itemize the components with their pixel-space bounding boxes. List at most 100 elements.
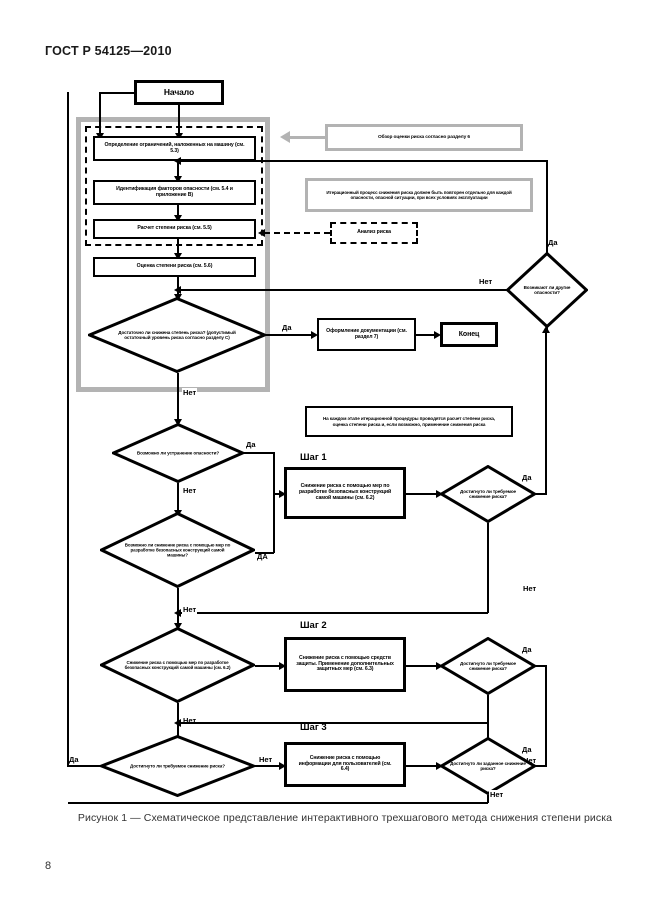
line-doc-to-end [416,334,438,336]
decision-other-hazards: Возникают ли другие опасности? [506,252,588,328]
arrow-other-hazards-yes [174,157,181,165]
decision-step3-achieved-right-label: Достигнуто ли заданное снижение риска? [450,760,526,771]
node-step3-box: Снижение риска с помощью информации для … [284,742,406,787]
label-other-hazards-no: Нет [478,277,494,286]
node-risk-estimation: Расчет степени риска (см. 5.5) [93,219,256,239]
line-step3-yes-left [67,765,102,767]
line-reduced-yes [266,334,316,336]
decision-other-hazards-label: Возникают ли другие опасности? [523,284,571,295]
label-step1-yes: Да [521,473,533,482]
label-step3-right-yes: Да [521,745,533,754]
note-review-label: Обзор оценки риска согласно разделу 6 [378,134,470,140]
diamond-shape [440,465,536,523]
arrow-doc-to-end [434,331,441,339]
start-to-limits-line [178,105,180,135]
arrow-limits-to-hazard [174,176,182,183]
estimation-to-evaluation-line [177,239,179,257]
label-step1-no: Нет [522,584,538,593]
node-limits-label: Определение ограничений, наложенных на м… [104,141,245,154]
node-step1-box-label: Снижение риска с помощью мер по разработ… [298,483,392,501]
node-risk-estimation-label: Расчет степени риска (см. 5.5) [137,225,212,232]
label-step2-left-no: Нет [182,716,198,725]
line-step3-right-no-left [68,802,488,804]
label-step3-left-yes: Да [68,755,80,764]
arrow-review-to-frame [280,131,290,143]
step-1-label: Шаг 1 [300,452,327,463]
decision-step1-achieved-label: Достигнуто ли требуемое снижение риска? [459,488,516,499]
decision-can-eliminate-hazard: Возможно ли устранение опасности? [112,423,244,483]
end-label: Конец [458,330,480,338]
document-header: ГОСТ Р 54125—2010 [45,44,172,58]
decision-step3-achieved-left: Достигнуто ли требуемое снижение риска? [100,735,255,797]
line-step2-to-step3 [177,703,179,742]
line-eliminate-yes-right [244,452,274,454]
step-2-label: Шаг 2 [300,620,327,631]
decision-step2-achieved: Достигнуто ли требуемое снижение риска? [440,637,536,695]
arrow-estimation-to-evaluation [174,253,182,260]
label-reduced-no: Нет [182,388,198,397]
node-documentation: Оформление документации (см. раздел 7) [317,318,416,351]
line-step1-no-left [178,612,488,614]
node-step3-box-label: Снижение риска с помощью информации для … [298,754,392,773]
line-reduce-design-yes-up [273,493,275,553]
line-reduce-design-yes-right [255,552,274,554]
label-reduced-yes: Да [281,323,293,332]
line-step3-right-yes [536,765,547,767]
line-step1-yes-right [536,493,547,495]
decision-can-reduce-by-design: Возможно ли снижение риска с помощью мер… [100,512,255,588]
line-reduce-design-no-down [177,588,179,627]
note-each-stage-label: На каждом этапе итерационной процедуры п… [322,416,496,427]
label-step2-yes: Да [521,645,533,654]
arrow-step3-left-to-box [279,762,286,770]
line-risk-analysis-link [264,232,330,234]
arrow-step2-diamond-to-box [279,662,286,670]
node-risk-analysis-label: Анализ риска [357,229,391,236]
label-reduce-design-no: Нет [182,605,198,614]
line-review-to-frame [288,136,326,139]
decision-risk-reduced-enough-label: Достаточно ли снижена степень риска? (до… [118,329,236,340]
diamond-shape [100,735,255,797]
line-other-hazards-no [178,289,508,291]
label-step3-left-no: Нет [258,755,274,764]
arrow-reduced-yes [311,331,318,339]
diamond-shape [88,297,266,373]
line-step3-right-no-down [487,795,489,803]
decision-step2-reduce-by-design-label: Снижение риска с помощью мер по разработ… [124,659,231,670]
diamond-shape [440,737,536,795]
line-other-hazards-yes-up [546,160,548,254]
line-step1-yes-up [545,328,547,494]
line-eliminate-yes-down [273,452,275,494]
label-eliminate-yes: Да [245,440,257,449]
line-step1-to-decision [406,493,442,495]
line-step3-yes-up [67,92,69,766]
diamond-shape [100,512,255,588]
diamond-shape [100,627,255,703]
decision-can-eliminate-hazard-label: Возможно ли устранение опасности? [136,450,220,456]
line-step2-yes-right [536,665,547,667]
decision-step3-achieved-right: Достигнуто ли заданное снижение риска? [440,737,536,795]
note-iterative-label: Итерационный процесс снижения риска долж… [326,189,512,200]
line-step2-no-left [178,722,488,724]
line-step2-diamond-to-box [255,665,283,667]
page-number: 8 [45,860,52,872]
line-eliminate-yes-into-box [273,493,283,495]
node-hazard-identification: Идентификация факторов опасности (см. 5.… [93,180,256,205]
label-other-hazards-yes: Да [547,238,559,247]
end-node: Конец [440,322,498,347]
label-step3-right-no: Нет [489,790,505,799]
step-3-label: Шаг 3 [300,722,327,733]
decision-step2-achieved-label: Достигнуто ли требуемое снижение риска? [459,660,516,671]
arrow-risk-analysis-link [258,229,265,237]
line-other-hazards-yes-left [177,160,547,162]
note-iterative: Итерационный процесс снижения риска долж… [305,178,533,212]
line-step3-right-yes-up [545,666,547,766]
node-risk-analysis: Анализ риска [330,222,418,244]
line-step1-no-down [487,523,489,613]
arrow-reduced-no [174,419,182,426]
risk-assessment-frame [76,117,270,392]
decision-can-reduce-by-design-label: Возможно ли снижение риска с помощью мер… [124,542,231,558]
limits-to-hazard-line [177,161,179,180]
decision-step2-reduce-by-design: Снижение риска с помощью мер по разработ… [100,627,255,703]
arrow-step1-yes-up [542,326,550,333]
